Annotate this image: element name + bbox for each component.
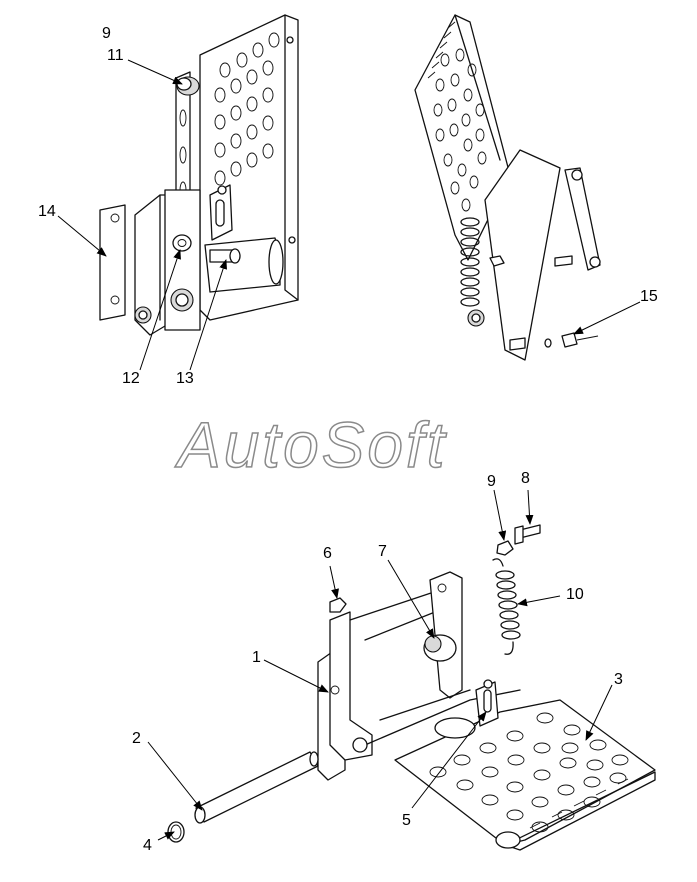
callout-9-top: 9 [102, 25, 111, 42]
callout-8: 8 [521, 470, 530, 487]
callout-9-bottom: 9 [487, 473, 496, 490]
callout-2: 2 [132, 730, 141, 747]
callout-5: 5 [402, 812, 411, 829]
callout-3: 3 [614, 671, 623, 688]
callout-4: 4 [143, 837, 152, 854]
callout-7: 7 [378, 543, 387, 560]
pedal-assembly-rear-view [414, 14, 601, 361]
callout-15: 15 [640, 288, 658, 305]
callout-14: 14 [38, 203, 56, 220]
callout-13: 13 [176, 370, 194, 387]
callout-labels: 9 11 14 12 13 15 1 2 3 4 5 6 7 8 9 10 [38, 25, 658, 854]
pedal-assembly-side-view [99, 14, 299, 336]
pedal-assembly-isometric-view [167, 524, 656, 851]
callout-6: 6 [323, 545, 332, 562]
callout-12: 12 [122, 370, 140, 387]
callout-1: 1 [252, 649, 261, 666]
callout-10: 10 [566, 586, 584, 603]
callout-11: 11 [107, 47, 124, 64]
watermark-text: AutoSoft [174, 409, 448, 481]
leader-lines [57, 59, 641, 841]
